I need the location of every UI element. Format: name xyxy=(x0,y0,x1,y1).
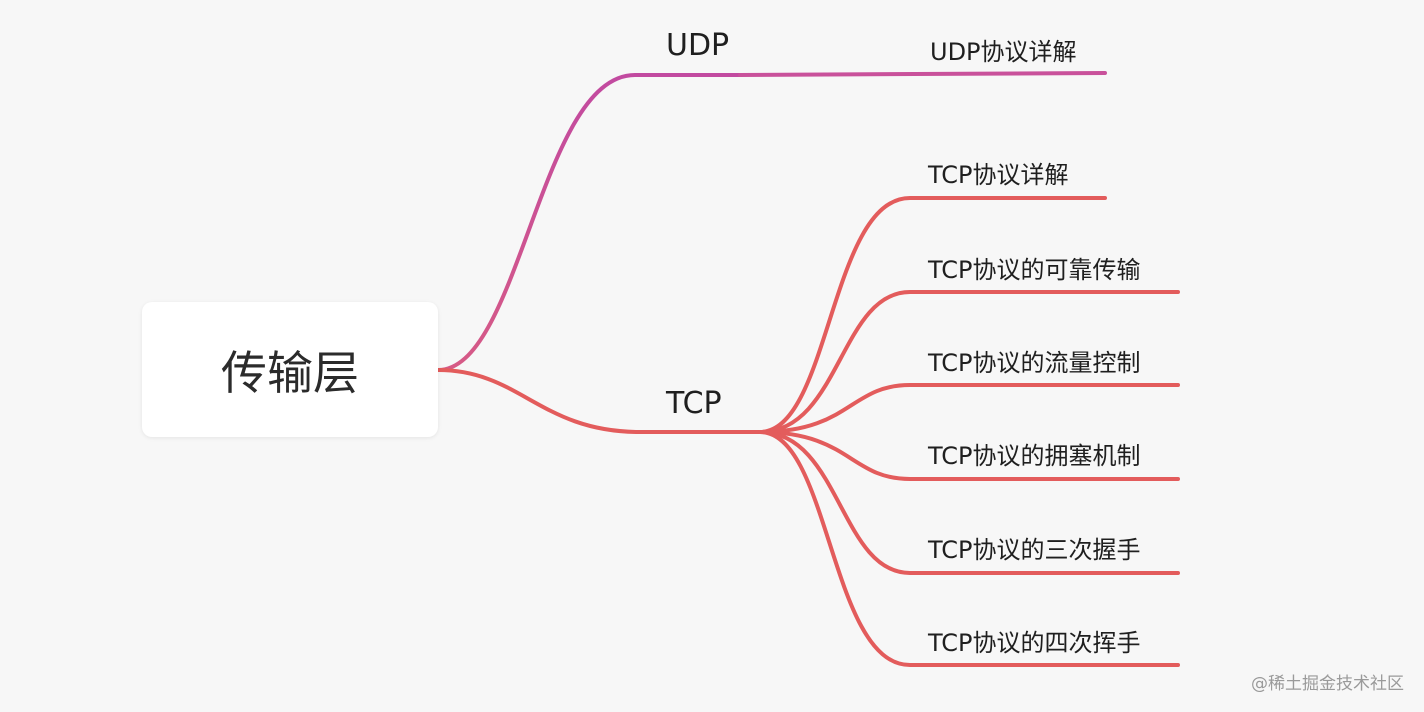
link-tcp-child-3 xyxy=(758,383,1180,434)
branch-tcp-label[interactable]: TCP xyxy=(666,386,722,421)
branch-udp-label[interactable]: UDP xyxy=(666,28,730,63)
tcp-leaf-label[interactable]: TCP协议的可靠传输 xyxy=(928,256,1141,284)
root-label: 传输层 xyxy=(221,345,359,400)
udp-leaf-label[interactable]: UDP协议详解 xyxy=(930,38,1077,66)
link-root-udp xyxy=(436,73,742,372)
tcp-leaf-label[interactable]: TCP协议的流量控制 xyxy=(928,349,1141,377)
watermark-text: @稀土掘金技术社区 xyxy=(1251,674,1404,694)
link-udp-leaf xyxy=(738,71,1107,77)
link-root-tcp xyxy=(436,368,762,434)
link-tcp-child-5 xyxy=(758,430,1180,575)
link-tcp-child-6 xyxy=(758,430,1180,667)
tcp-leaf-label[interactable]: TCP协议详解 xyxy=(928,161,1069,189)
tcp-leaf-label[interactable]: TCP协议的四次挥手 xyxy=(928,629,1141,657)
link-tcp-child-1 xyxy=(758,196,1107,434)
tcp-leaf-label[interactable]: TCP协议的拥塞机制 xyxy=(928,442,1141,470)
link-tcp-child-2 xyxy=(758,290,1180,434)
tcp-leaf-label[interactable]: TCP协议的三次握手 xyxy=(928,536,1141,564)
root-node[interactable]: 传输层 xyxy=(142,302,438,437)
link-tcp-child-4 xyxy=(758,430,1180,481)
